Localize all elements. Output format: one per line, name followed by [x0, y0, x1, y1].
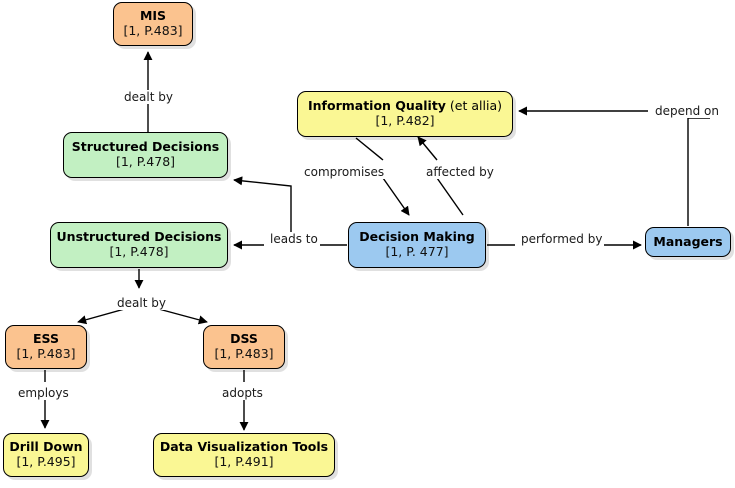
node-drill-down-ref: [1, P.495] [16, 454, 76, 469]
node-information-quality-title-main: Information Quality [308, 98, 446, 114]
edge-label-adopts: adopts [220, 386, 265, 400]
node-mis-title: MIS [139, 8, 167, 24]
node-structured-decisions-title: Structured Decisions [71, 139, 220, 155]
edge-label-employs: employs [16, 386, 71, 400]
edge-label-depend-on: depend on [653, 104, 721, 118]
node-decision-making-ref: [1, P. 477] [385, 244, 449, 259]
node-dss-title: DSS [230, 331, 258, 347]
node-data-visualization-tools-ref: [1, P.491] [214, 454, 274, 469]
node-drill-down-title: Drill Down [9, 439, 83, 455]
node-decision-making[interactable]: Decision Making [1, P. 477] [348, 222, 486, 268]
node-dss[interactable]: DSS [1, P.483] [203, 325, 285, 369]
edge-depend-on [519, 111, 710, 226]
node-ess[interactable]: ESS [1, P.483] [5, 325, 87, 369]
edge-label-performed-by: performed by [519, 232, 605, 246]
node-ess-ref: [1, P.483] [16, 346, 76, 361]
node-structured-decisions[interactable]: Structured Decisions [1, P.478] [63, 132, 228, 178]
node-unstructured-decisions[interactable]: Unstructured Decisions [1, P.478] [50, 222, 228, 268]
node-drill-down[interactable]: Drill Down [1, P.495] [3, 433, 89, 477]
edge-label-affected-by: affected by [424, 165, 496, 179]
node-managers-title: Managers [653, 233, 723, 249]
node-unstructured-decisions-title: Unstructured Decisions [56, 229, 222, 245]
edge-label-dealt-by-ess-dss: dealt by [115, 296, 168, 310]
node-data-visualization-tools[interactable]: Data Visualization Tools [1, P.491] [153, 433, 335, 477]
node-mis-ref: [1, P.483] [123, 23, 183, 38]
node-information-quality-ref: [1, P.482] [375, 113, 435, 128]
node-decision-making-title: Decision Making [359, 229, 475, 245]
node-information-quality-title: Information Quality (et allia) [308, 98, 502, 114]
node-dss-ref: [1, P.483] [214, 346, 274, 361]
node-unstructured-decisions-ref: [1, P.478] [109, 244, 169, 259]
edge-dealt-by-ess [77, 307, 129, 325]
edge-label-leads-to: leads to [268, 232, 320, 246]
edge-dealt-by-dss [154, 307, 208, 325]
node-mis[interactable]: MIS [1, P.483] [113, 2, 193, 46]
node-managers[interactable]: Managers [645, 227, 731, 257]
edge-label-compromises: compromises [302, 165, 387, 179]
edge-label-dealt-by-mis: dealt by [122, 90, 175, 104]
node-information-quality-title-suffix: (et allia) [445, 98, 502, 114]
node-data-visualization-tools-title: Data Visualization Tools [159, 439, 329, 455]
node-information-quality[interactable]: Information Quality (et allia) [1, P.482… [297, 91, 513, 137]
node-structured-decisions-ref: [1, P.478] [115, 154, 176, 169]
node-ess-title: ESS [33, 331, 59, 347]
